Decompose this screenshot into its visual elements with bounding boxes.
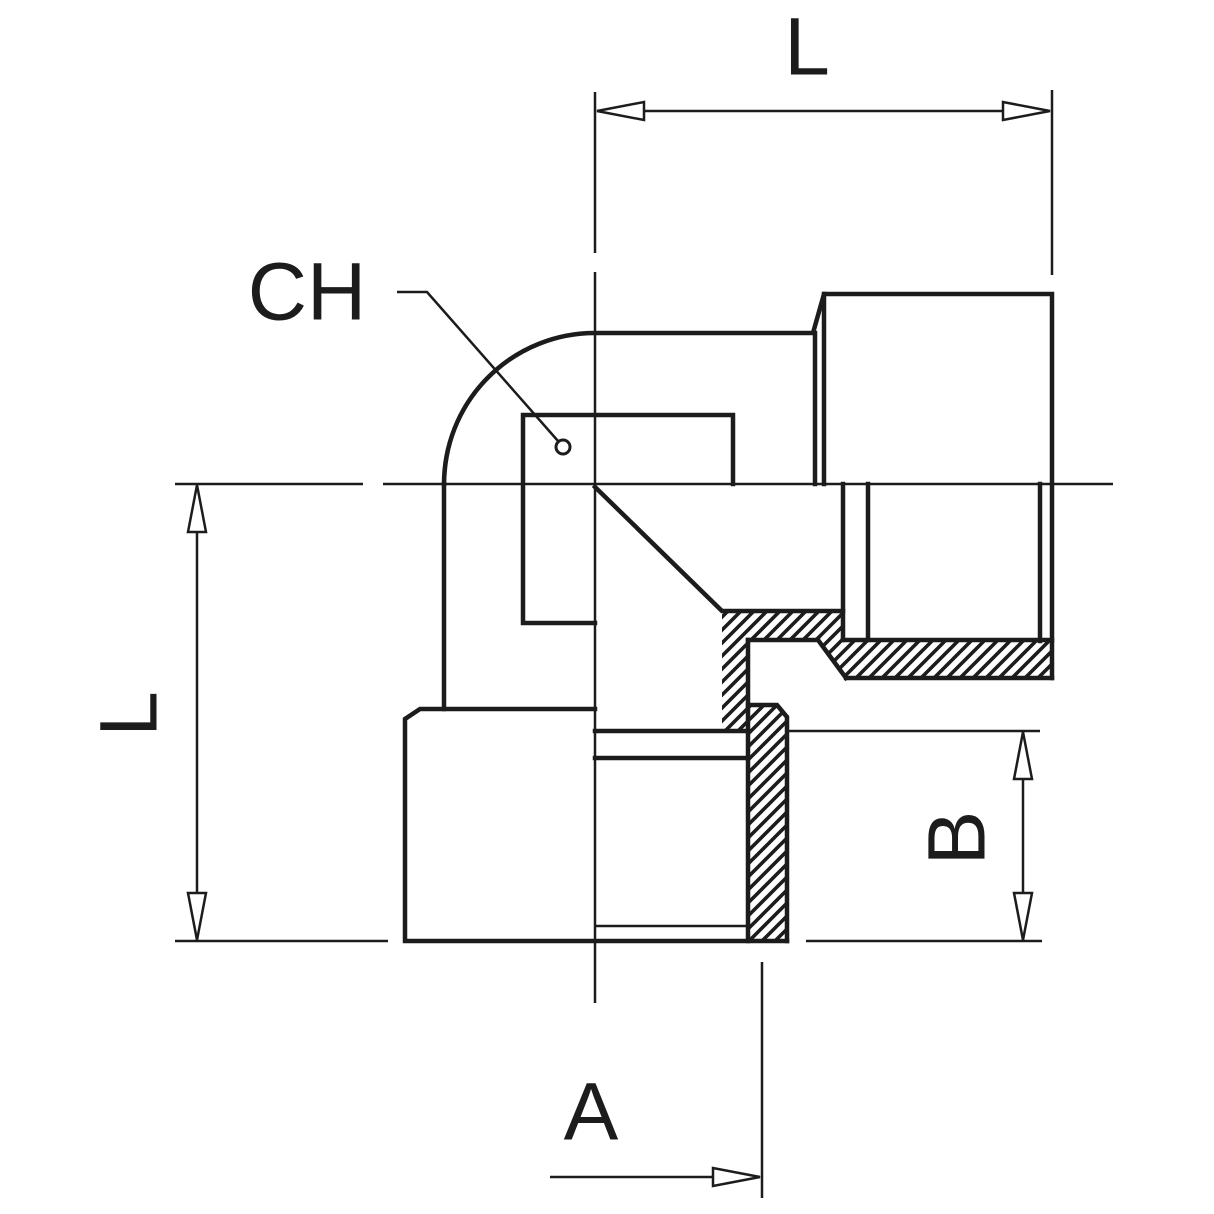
right-port-step-lines — [812, 291, 827, 487]
arrow-L-left-down — [186, 891, 208, 941]
right-port-underside — [745, 636, 1055, 682]
arrow-A-right — [711, 1166, 761, 1188]
extension-lines — [175, 90, 1054, 1198]
body-arc-and-right-port — [441, 291, 1055, 681]
part-outline — [402, 291, 1055, 944]
dimension-labels: L L B A CH — [84, 2, 1003, 1158]
arrow-L-left-up — [186, 484, 208, 534]
dimension-arrows — [186, 100, 1051, 1188]
bottom-bore-top-lines — [592, 728, 751, 761]
arrow-L-top-left — [596, 100, 646, 122]
arrow-B-down — [1012, 891, 1034, 941]
hex-flat-edges — [520, 412, 736, 626]
arrow-L-top-right — [1001, 100, 1051, 122]
section-hatching — [722, 611, 1052, 941]
internal-cone-and-passage — [591, 483, 846, 614]
dimension-label-A: A — [564, 1067, 619, 1158]
hatch-right-port-wall — [818, 640, 1052, 678]
dimension-label-L-top: L — [784, 2, 830, 93]
hatch-elbow-wall — [722, 611, 843, 941]
bottom-port-outer-wall — [745, 702, 790, 944]
right-port-thread-end-lines — [840, 481, 1043, 644]
leader-line — [397, 290, 559, 442]
arrow-B-up — [1012, 731, 1034, 781]
dimension-label-L-left: L — [84, 691, 175, 737]
bottom-port-external-half — [402, 706, 790, 944]
centerlines — [175, 92, 1113, 1003]
dimension-label-B: B — [912, 811, 1003, 866]
hex-callout-leader — [397, 290, 572, 456]
leader-dot — [554, 438, 572, 456]
hex-size-label-CH: CH — [248, 247, 366, 338]
